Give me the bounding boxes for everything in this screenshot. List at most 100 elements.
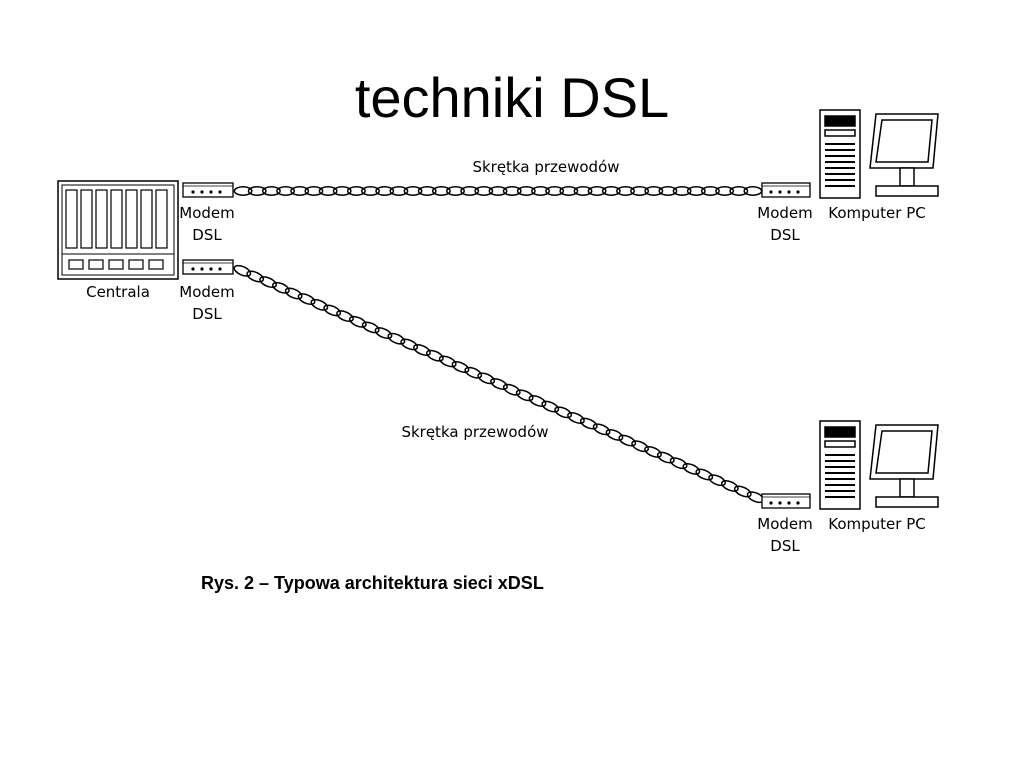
cable-twist: [284, 287, 303, 300]
cable-twist: [431, 186, 451, 196]
cable-twist: [644, 186, 664, 196]
cable-twist: [474, 186, 494, 196]
cable-twist: [233, 264, 252, 277]
cable-twist: [426, 349, 444, 362]
cable-twist: [460, 186, 480, 196]
twisted-pair-cable: [233, 186, 763, 196]
cable-twist: [318, 186, 338, 196]
cable-twist: [446, 186, 465, 196]
cable-twist: [554, 406, 572, 419]
cable-twist: [323, 304, 342, 317]
modem-label-line1: Modem: [179, 204, 234, 222]
cable-twist: [682, 462, 701, 475]
cable-twist: [658, 186, 678, 196]
cable-label: Skrętka przewodów: [401, 423, 548, 441]
cable-twist: [695, 468, 714, 481]
cable-twist: [488, 186, 508, 196]
modem-label-line2: DSL: [770, 537, 800, 555]
cable-twist: [297, 293, 316, 306]
cable-twist: [349, 315, 367, 328]
computer-pc-icon: [819, 420, 939, 510]
pc-label: Komputer PC: [828, 204, 925, 222]
cable-twist: [587, 186, 607, 196]
cable-twist: [541, 400, 560, 413]
cable-twist: [618, 434, 637, 447]
cable-twist: [656, 451, 675, 464]
cable-twist: [304, 186, 324, 196]
cable-twist: [332, 186, 352, 196]
pc-label: Komputer PC: [828, 515, 925, 533]
cable-twist: [361, 186, 380, 196]
cable-twist: [417, 186, 437, 196]
cable-twist: [733, 485, 752, 498]
cable-twist: [502, 186, 522, 196]
cable-twist: [272, 281, 290, 294]
cable-twist: [545, 186, 565, 196]
cable-twist: [700, 186, 720, 196]
cable-twist: [672, 186, 692, 196]
cable-twist: [375, 186, 395, 196]
cable-twist: [247, 186, 267, 196]
cable-twist: [631, 440, 649, 453]
cable-twist: [389, 186, 409, 196]
cable-twist: [669, 457, 688, 470]
slide-title: techniki DSL: [354, 66, 670, 129]
cable-twist: [630, 186, 650, 196]
cable-twist: [374, 327, 393, 340]
cable-twist: [336, 310, 354, 323]
cable-twist: [601, 186, 621, 196]
cable-twist: [413, 344, 431, 356]
cable-twist: [477, 372, 496, 385]
cable-twist: [387, 332, 406, 345]
cable-twist: [361, 321, 380, 334]
cable-twist: [592, 423, 611, 436]
cable-twist: [490, 378, 508, 390]
cable-twist: [346, 186, 366, 196]
cable-twist: [310, 298, 329, 311]
cable-twist: [573, 186, 593, 196]
modem-label-line1: Modem: [179, 283, 234, 301]
cable-twist: [259, 276, 277, 289]
cable-twist: [531, 186, 550, 196]
modem-icon: [182, 182, 234, 198]
cable-twist: [605, 428, 624, 441]
cable-twist: [516, 186, 536, 196]
cable-twist: [276, 186, 296, 196]
cable-twist: [464, 366, 483, 379]
cable-twist: [528, 395, 547, 407]
cable-twist: [290, 186, 310, 196]
cable-twist: [644, 445, 662, 458]
cable-twist: [246, 270, 265, 283]
cable-twist: [715, 186, 735, 196]
cable-twist: [721, 479, 739, 492]
cable-twist: [616, 186, 635, 196]
cable-twist: [686, 186, 706, 196]
cable-twist: [451, 361, 470, 373]
cable-twist: [502, 383, 521, 396]
cable-twist: [729, 186, 749, 196]
cable-twist: [400, 338, 419, 351]
cable-twist: [438, 355, 457, 368]
exchange-label: Centrala: [86, 283, 150, 301]
modem-label-line2: DSL: [770, 226, 800, 244]
cable-twist: [708, 474, 726, 487]
cable-twist: [403, 186, 423, 196]
cable-twist: [515, 389, 534, 402]
cable-label: Skrętka przewodów: [472, 158, 619, 176]
central-exchange-icon: [57, 180, 179, 280]
modem-label-line2: DSL: [192, 226, 222, 244]
modem-label-line1: Modem: [757, 204, 812, 222]
twisted-pair-cable: [233, 264, 765, 504]
cable-twist: [579, 417, 598, 430]
figure-caption: Rys. 2 – Typowa architektura sieci xDSL: [201, 573, 544, 593]
cable-twist: [261, 186, 281, 196]
modem-label-line2: DSL: [192, 305, 222, 323]
cable-twist: [559, 186, 579, 196]
modem-icon: [761, 182, 811, 198]
modem-label-line1: Modem: [757, 515, 812, 533]
modem-icon: [761, 493, 811, 509]
cable-twist: [233, 186, 253, 196]
modem-icon: [182, 259, 234, 275]
computer-pc-icon: [819, 109, 939, 199]
